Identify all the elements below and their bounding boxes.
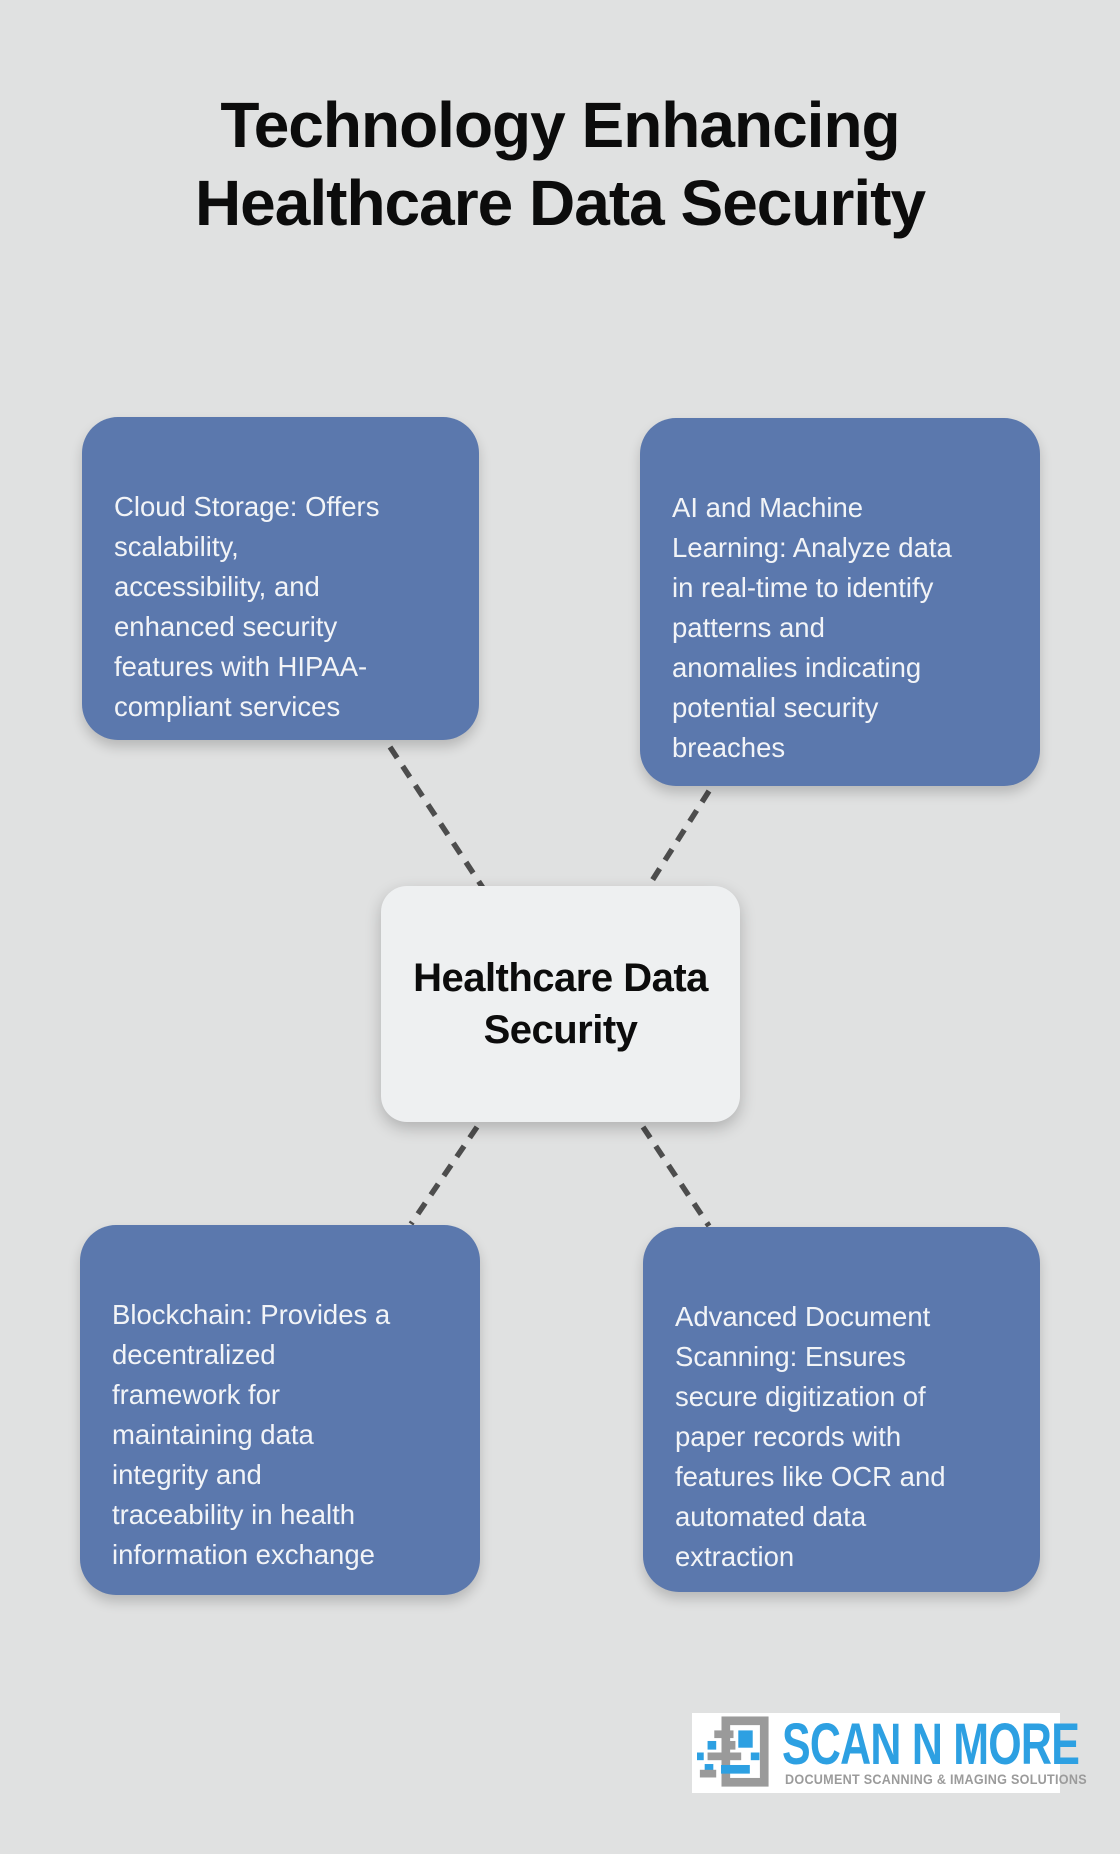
center-node-label: Healthcare Data Security	[413, 956, 708, 1052]
node-blockchain-text: Blockchain: Provides a decentralized fra…	[112, 1299, 391, 1570]
document-scan-icon	[697, 1716, 769, 1787]
connector-line-top-right	[645, 789, 712, 889]
page-title-line1: Technology Enhancing	[220, 89, 900, 161]
node-cloud-storage: Cloud Storage: Offers scalability, acces…	[82, 417, 479, 740]
scan-n-more-logo: SCAN N MORE DOCUMENT SCANNING & IMAGING …	[692, 1713, 1087, 1793]
node-blockchain: Blockchain: Provides a decentralized fra…	[80, 1225, 480, 1595]
node-ai-machine-learning-text: AI and Machine Learning: Analyze data in…	[672, 492, 952, 763]
center-node-healthcare-data-security: Healthcare Data Security	[381, 886, 740, 1122]
logo-tagline: DOCUMENT SCANNING & IMAGING SOLUTIONS	[785, 1771, 1087, 1787]
connector-line-top-left	[387, 745, 486, 890]
node-cloud-storage-text: Cloud Storage: Offers scalability, acces…	[114, 491, 380, 722]
page-title: Technology Enhancing Healthcare Data Sec…	[0, 86, 1120, 242]
node-ai-machine-learning: AI and Machine Learning: Analyze data in…	[640, 418, 1040, 786]
page-title-line2: Healthcare Data Security	[194, 167, 926, 239]
connector-line-bottom-left	[408, 1125, 480, 1226]
node-advanced-document-scanning-text: Advanced Document Scanning: Ensures secu…	[675, 1301, 946, 1572]
logo-name: SCAN N MORE	[782, 1712, 1080, 1777]
node-advanced-document-scanning: Advanced Document Scanning: Ensures secu…	[643, 1227, 1040, 1592]
connector-line-bottom-right	[640, 1125, 712, 1228]
